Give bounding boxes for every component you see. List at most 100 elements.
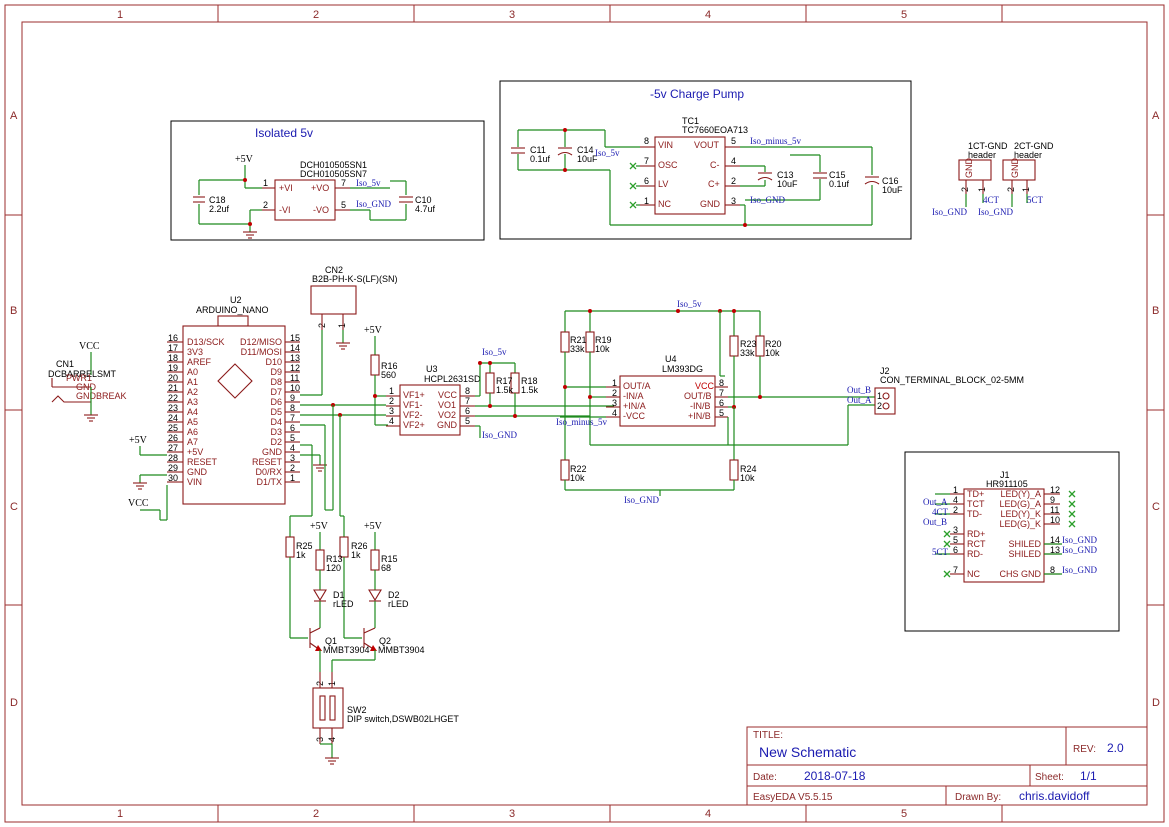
svg-text:C16: C16 xyxy=(882,176,899,186)
net-label: 5CT xyxy=(1027,195,1044,205)
svg-text:1: 1 xyxy=(1021,187,1031,192)
svg-text:VF1+: VF1+ xyxy=(403,390,425,400)
svg-text:C11: C11 xyxy=(530,145,546,155)
row-label: C xyxy=(10,501,18,513)
svg-text:1: 1 xyxy=(389,386,394,396)
rev-value: 2.0 xyxy=(1107,741,1124,755)
power-label: +5V xyxy=(364,521,383,532)
svg-text:VO2: VO2 xyxy=(438,410,456,420)
row-label: C xyxy=(1152,501,1160,513)
net-label: Iso_GND xyxy=(750,195,785,205)
tool-label: EasyEDA V5.5.15 xyxy=(753,792,833,803)
pin-number: 1 xyxy=(290,473,295,483)
no-connect-mark xyxy=(1068,490,1076,498)
svg-text:GND: GND xyxy=(964,158,974,179)
pin-name: D6 xyxy=(270,397,282,407)
schematic-title: New Schematic xyxy=(759,744,856,760)
pin-name: RESET xyxy=(252,457,283,467)
svg-text:R26: R26 xyxy=(351,541,368,551)
pin-number: 10 xyxy=(1050,515,1060,525)
pin-number: 5 xyxy=(953,535,958,545)
pin-name: 3V3 xyxy=(187,347,203,357)
net-label: Iso_5v xyxy=(677,299,702,309)
no-connect-mark xyxy=(1068,520,1076,528)
svg-text:VF1-: VF1- xyxy=(403,400,423,410)
pin-name: SHILED xyxy=(1008,549,1041,559)
title-block: TITLE: New Schematic REV: 2.0 Date: 2018… xyxy=(746,726,1148,806)
svg-text:3: 3 xyxy=(731,196,736,206)
svg-text:2: 2 xyxy=(877,401,882,411)
svg-text:2: 2 xyxy=(263,200,268,210)
pin-number: 8 xyxy=(290,403,295,413)
pin-number: 6 xyxy=(290,423,295,433)
svg-text:-IN/B: -IN/B xyxy=(690,401,711,411)
svg-text:CN2: CN2 xyxy=(325,265,343,275)
pin-name: A4 xyxy=(187,407,198,417)
svg-text:+VI: +VI xyxy=(279,183,293,193)
pin-name: A1 xyxy=(187,377,198,387)
pin-number: 8 xyxy=(1050,565,1055,575)
svg-text:R13: R13 xyxy=(326,554,343,564)
svg-text:+IN/A: +IN/A xyxy=(623,401,646,411)
svg-text:8: 8 xyxy=(644,136,649,146)
svg-text:LM393DG: LM393DG xyxy=(662,364,703,374)
net-label: Iso_GND xyxy=(932,207,967,217)
svg-text:D2: D2 xyxy=(388,590,400,600)
col-label: 2 xyxy=(313,9,319,21)
net-label: Out_B xyxy=(847,385,871,395)
pin-number: 17 xyxy=(168,343,178,353)
pin-name: D10 xyxy=(265,357,282,367)
header-2ct: 2CT-GND header GND 2 1 Iso_GND 5CT xyxy=(978,141,1054,217)
svg-text:33k: 33k xyxy=(570,344,585,354)
svg-text:SW2: SW2 xyxy=(347,705,367,715)
pin-name: D9 xyxy=(270,367,282,377)
row-label: A xyxy=(1152,110,1160,122)
svg-text:3: 3 xyxy=(612,398,617,408)
pin-number: 12 xyxy=(290,363,300,373)
pin-name: A2 xyxy=(187,387,198,397)
power-label: VCC xyxy=(79,341,100,352)
pin-number: 28 xyxy=(168,453,178,463)
col-label: 5 xyxy=(901,9,907,21)
svg-text:TC7660EOA713: TC7660EOA713 xyxy=(682,125,748,135)
svg-text:C10: C10 xyxy=(415,195,432,205)
power-label: +5V xyxy=(129,435,148,446)
svg-text:GND: GND xyxy=(700,199,721,209)
rev-label: REV: xyxy=(1073,744,1096,755)
svg-text:-VI: -VI xyxy=(279,205,291,215)
svg-text:R24: R24 xyxy=(740,464,757,474)
svg-text:7: 7 xyxy=(465,396,470,406)
pin-number: 15 xyxy=(290,333,300,343)
pin-number: 19 xyxy=(168,363,178,373)
pin-name: A0 xyxy=(187,367,198,377)
no-connect-mark xyxy=(943,570,951,578)
svg-text:GND: GND xyxy=(1010,158,1020,179)
svg-text:R23: R23 xyxy=(740,339,757,349)
svg-text:7: 7 xyxy=(341,178,346,188)
svg-text:rLED: rLED xyxy=(333,599,354,609)
svg-text:C-: C- xyxy=(710,160,720,170)
svg-text:HR911105: HR911105 xyxy=(986,479,1028,489)
svg-text:J2: J2 xyxy=(880,366,890,376)
svg-text:MMBT3904: MMBT3904 xyxy=(378,645,425,655)
svg-text:DIP switch,DSWB02LHGET: DIP switch,DSWB02LHGET xyxy=(347,714,459,724)
row-label: D xyxy=(1152,697,1160,709)
svg-text:LV: LV xyxy=(658,179,668,189)
pin-number: 25 xyxy=(168,423,178,433)
col-label: 4 xyxy=(705,808,711,820)
svg-text:68: 68 xyxy=(381,563,391,573)
svg-text:1.5k: 1.5k xyxy=(521,385,539,395)
net-label: Iso_GND xyxy=(1062,565,1097,575)
barrel-jack-cn1: VCC CN1 DCBARRELSMT PWR1 GND GNDBREAK xyxy=(48,341,127,422)
svg-text:2: 2 xyxy=(1006,187,1016,192)
svg-text:R25: R25 xyxy=(296,541,313,551)
pin-number: 24 xyxy=(168,413,178,423)
pin-name: RD- xyxy=(967,549,983,559)
net-label: Iso_5v xyxy=(356,178,381,188)
svg-text:VF2-: VF2- xyxy=(403,410,423,420)
svg-text:10uF: 10uF xyxy=(577,154,598,164)
pin-name: SHILED xyxy=(1008,539,1041,549)
svg-text:DCH010505SN1: DCH010505SN1 xyxy=(300,160,367,170)
